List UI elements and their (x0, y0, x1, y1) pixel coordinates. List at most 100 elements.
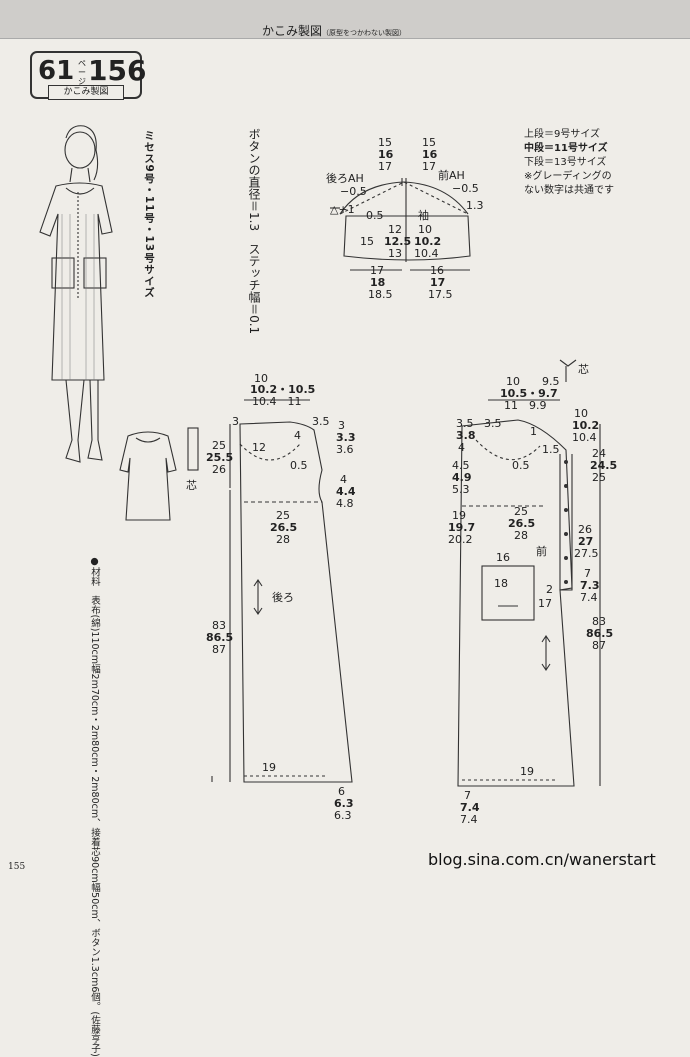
sleeve-b17a: 17 (370, 264, 384, 277)
back-m265: 26.5 (270, 521, 298, 534)
sleeve-back-ah-adj: −0.5 (340, 185, 367, 198)
front-b74a: 7.4 (460, 801, 480, 814)
sleeve-c13: 13 (388, 247, 402, 260)
front-t10: 10 (506, 375, 520, 388)
front-l19: 19 (452, 509, 466, 522)
front-l45: 4.5 (452, 459, 470, 472)
front-n35: 3.5 (456, 417, 474, 430)
front-r87: 87 (592, 639, 606, 652)
front-n4: 4 (458, 441, 465, 454)
front-label: 前 (536, 545, 547, 558)
front-r10: 10 (574, 407, 588, 420)
front-r24: 24 (592, 447, 606, 460)
back-m28: 28 (276, 533, 290, 546)
page-ref-page: 61 (38, 56, 75, 86)
back-n3: 3 (232, 415, 239, 428)
front-p18: 18 (494, 577, 508, 590)
back-l26: 26 (212, 463, 226, 476)
front-r245: 24.5 (590, 459, 618, 472)
back-t10: 10 (254, 372, 268, 385)
back-r36: 3.6 (336, 443, 354, 456)
back-view-illustration (119, 431, 177, 521)
page-reference-box: 61 ページ 156 かこみ製図 (30, 51, 146, 100)
page-number: 155 (8, 862, 26, 872)
front-p2: 2 (546, 583, 553, 596)
front-p17: 17 (538, 597, 552, 610)
front-b74b: 7.4 (460, 813, 478, 826)
front-b19: 19 (520, 765, 534, 778)
front-m28: 28 (514, 529, 528, 542)
model-illustration (39, 125, 113, 463)
sleeve-l15a: 15 (378, 136, 392, 149)
sleeve-c125: 12.5 (384, 235, 412, 248)
front-n35b: 3.5 (484, 417, 502, 430)
sleeve-b17b: 17 (430, 276, 446, 289)
back-l83: 83 (212, 619, 226, 632)
back-n12: 12 (252, 441, 266, 454)
legend-mid: 中段＝11号サイズ (524, 143, 608, 154)
front-n38: 3.8 (456, 429, 476, 442)
legend-low: 下段＝13号サイズ (524, 157, 607, 168)
sleeve-c15: 15 (360, 235, 374, 248)
front-m25: 25 (514, 505, 528, 518)
back-l25: 25 (212, 439, 226, 452)
back-n05: 0.5 (290, 459, 308, 472)
sleeve-delta: △+1 (330, 203, 355, 216)
sleeve-l17b: 17 (422, 160, 436, 173)
back-label: 後ろ (272, 591, 294, 604)
sleeve-b185: 18.5 (368, 288, 393, 301)
front-t95: 9.5 (542, 375, 560, 388)
front-r275: 27.5 (574, 547, 599, 560)
button-note: ボタンの直径＝1.3 ステッチ幅＝0.1 (247, 128, 261, 335)
sleeve-front-ah: 前AH (438, 169, 465, 182)
sleeve-c104: 10.4 (414, 247, 439, 260)
size-note: ミセス9号・11号・13号サイズ (143, 130, 155, 299)
legend-note1: ※グレーディングの (524, 171, 612, 182)
front-l202: 20.2 (448, 533, 473, 546)
front-r102: 10.2 (572, 419, 600, 432)
sleeve-v13: 1.3 (466, 199, 484, 212)
front-n05: 0.5 (512, 459, 530, 472)
back-interfacing: 芯 (186, 479, 197, 492)
front-t105-97: 10.5・9.7 (500, 387, 558, 400)
sleeve-l17a: 17 (378, 160, 392, 173)
back-l865: 86.5 (206, 631, 234, 644)
front-r7: 7 (584, 567, 591, 580)
back-bodice-pattern (187, 399, 353, 783)
sleeve-l16a: 16 (378, 148, 394, 161)
front-r104: 10.4 (572, 431, 597, 444)
pattern-drawing (39, 125, 601, 787)
back-m25: 25 (276, 509, 290, 522)
sleeve-c102: 10.2 (414, 235, 442, 248)
back-n35: 3.5 (312, 415, 330, 428)
back-r3: 3 (338, 419, 345, 432)
sleeve-front-ah-adj: −0.5 (452, 182, 479, 195)
front-interfacing: 芯 (578, 363, 589, 376)
sleeve-b16: 16 (430, 264, 444, 277)
front-n1: 1 (530, 425, 537, 438)
size-legend: 上段＝9号サイズ 中段＝11号サイズ 下段＝13号サイズ ※グレーディングの な… (524, 128, 614, 198)
back-r4: 4 (340, 473, 347, 486)
back-r48: 4.8 (336, 497, 354, 510)
page-ref-label: かこみ製図 (48, 85, 124, 100)
front-l197: 19.7 (448, 521, 476, 534)
front-r26: 26 (578, 523, 592, 536)
back-b6: 6 (338, 785, 345, 798)
front-l49: 4.9 (452, 471, 472, 484)
front-bodice-pattern (457, 359, 601, 787)
front-r73: 7.3 (580, 579, 600, 592)
front-p16: 16 (496, 551, 510, 564)
back-b19: 19 (262, 761, 276, 774)
legend-note2: ない数字は共通です (524, 185, 614, 196)
back-t102-105: 10.2・10.5 (250, 383, 316, 396)
front-r865: 86.5 (586, 627, 614, 640)
back-r33: 3.3 (336, 431, 356, 444)
front-r27: 27 (578, 535, 594, 548)
front-r25: 25 (592, 471, 606, 484)
sleeve-c12: 12 (388, 223, 402, 236)
front-r83: 83 (592, 615, 606, 628)
sleeve-pattern (330, 178, 471, 271)
sleeve-back-ah: 後ろAH (326, 172, 364, 185)
front-m265: 26.5 (508, 517, 536, 530)
front-r74: 7.4 (580, 591, 598, 604)
